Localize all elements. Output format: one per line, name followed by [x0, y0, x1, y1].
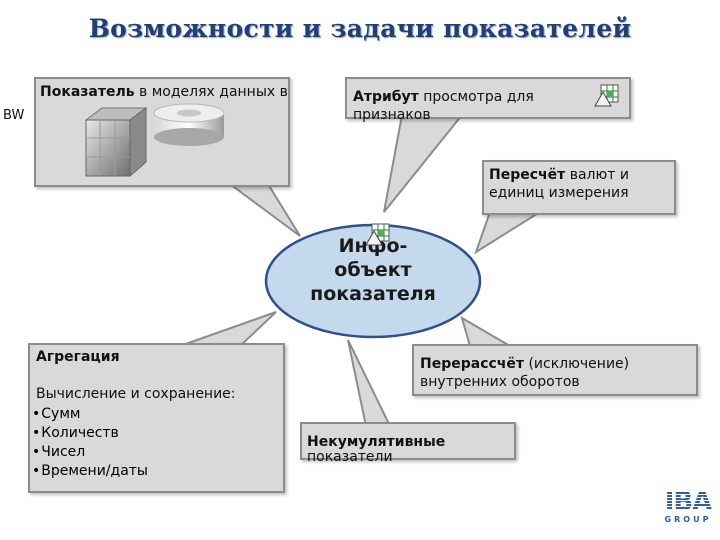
currency-box: [482, 160, 676, 215]
aggregation-title: Агрегация: [36, 349, 120, 365]
models-bold: Показатель: [40, 84, 135, 100]
pointer-models: [226, 183, 301, 237]
pointer-aggregation: [179, 311, 277, 347]
pointer-attribute: [383, 114, 465, 213]
aggregation-list: Сумм Количеств Чисел Времени/даты: [32, 405, 148, 481]
side-label: BW: [3, 108, 25, 123]
noncumulative-box: [300, 422, 516, 460]
models-text: Показатель в моделях данных в: [40, 83, 288, 101]
currency-rest: валют и единиц измерения: [489, 167, 629, 201]
recalc-rest: (исключение) внутренних оборотов: [420, 356, 630, 390]
cube-image: [84, 107, 148, 178]
list-item: Чисел: [32, 443, 148, 462]
disk-image: [153, 103, 225, 146]
infoobject-icon: [365, 223, 390, 246]
center-line1: Инфо-: [338, 235, 408, 257]
aggregation-subtitle: Вычисление и сохранение:: [36, 386, 236, 402]
attribute-rest: просмотра для признаков: [353, 89, 534, 123]
noncumulative-text: Некумулятивные показатели: [307, 433, 467, 466]
currency-bold: Пересчёт: [489, 167, 566, 183]
noncumulative-rest: показатели: [307, 449, 393, 465]
noncumulative-bold: Некумулятивные: [307, 434, 446, 450]
infoobject-icon: [594, 84, 619, 107]
pointer-noncumulative: [347, 339, 392, 427]
recalc-bold: Перерассчёт: [420, 356, 525, 372]
list-item: Времени/даты: [32, 462, 148, 481]
currency-text: Пересчёт валют и единиц измерения: [489, 166, 671, 202]
page-title: Возможности и задачи показателей: [88, 14, 632, 43]
attribute-text: Атрибут просмотра для признаков: [353, 88, 553, 124]
logo-text: IBA: [662, 489, 714, 515]
logo-sub: GROUP: [664, 515, 712, 524]
pointer-currency: [474, 211, 544, 255]
attribute-bold: Атрибут: [353, 89, 419, 105]
models-rest: в моделях данных в: [134, 84, 288, 100]
attribute-box: [345, 77, 631, 119]
center-line3: показателя: [310, 283, 436, 305]
iba-logo: IBA GROUP: [662, 489, 714, 524]
infoobject-label: Инфо- объект показателя: [268, 234, 478, 306]
list-item: Сумм: [32, 405, 148, 424]
list-item: Количеств: [32, 424, 148, 443]
center-line2: объект: [334, 259, 412, 281]
recalc-text: Перерассчёт (исключение) внутренних обор…: [420, 355, 680, 391]
pointer-recalc: [460, 315, 514, 347]
recalc-box: [412, 344, 698, 396]
